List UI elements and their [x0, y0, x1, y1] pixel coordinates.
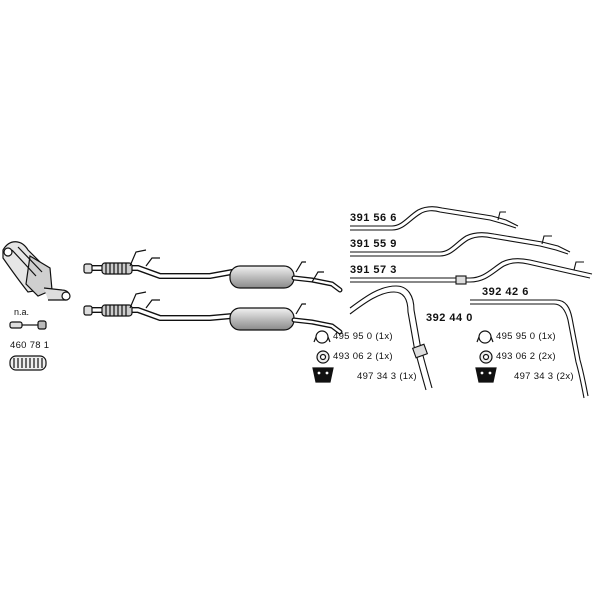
part-label-391-55-9: 391 55 9: [350, 238, 397, 250]
clamp-icon: [476, 330, 494, 344]
part-label-392-44-0: 392 44 0: [426, 312, 473, 324]
right-hanger-label: 497 34 3 (2x): [514, 371, 574, 382]
tailpipe-391-57-3: [350, 258, 593, 285]
clamp-icon: [313, 330, 331, 344]
rubber-hanger-icon: [312, 367, 334, 383]
catalytic-converter: [2, 241, 71, 301]
gasket-icon: [316, 350, 330, 364]
part-label-391-56-6: 391 56 6: [350, 212, 397, 224]
sensor-part-label: 460 78 1: [10, 340, 50, 351]
tailpipe-391-55-9: [350, 232, 571, 257]
flex-pipe-part: [9, 355, 47, 371]
exhaust-assembly-upper: [83, 249, 343, 293]
exhaust-assembly-lower: [83, 291, 343, 335]
catalyst-note-label: n.a.: [14, 307, 30, 317]
right-gasket-label: 493 06 2 (2x): [496, 351, 556, 362]
tailpipe-391-56-6: [350, 206, 519, 231]
right-clamp-label: 495 95 0 (1x): [496, 331, 556, 342]
pipe-392-44-0: [349, 285, 433, 391]
part-label-391-57-3: 391 57 3: [350, 264, 397, 276]
part-label-392-42-6: 392 42 6: [482, 286, 529, 298]
left-clamp-label: 495 95 0 (1x): [333, 331, 393, 342]
rubber-hanger-icon: [475, 367, 497, 383]
tailpipe-392-42-6: [470, 299, 589, 399]
gasket-icon: [479, 350, 493, 364]
left-gasket-label: 493 06 2 (1x): [333, 351, 393, 362]
oxygen-sensor: [9, 320, 47, 330]
left-hanger-label: 497 34 3 (1x): [357, 371, 417, 382]
